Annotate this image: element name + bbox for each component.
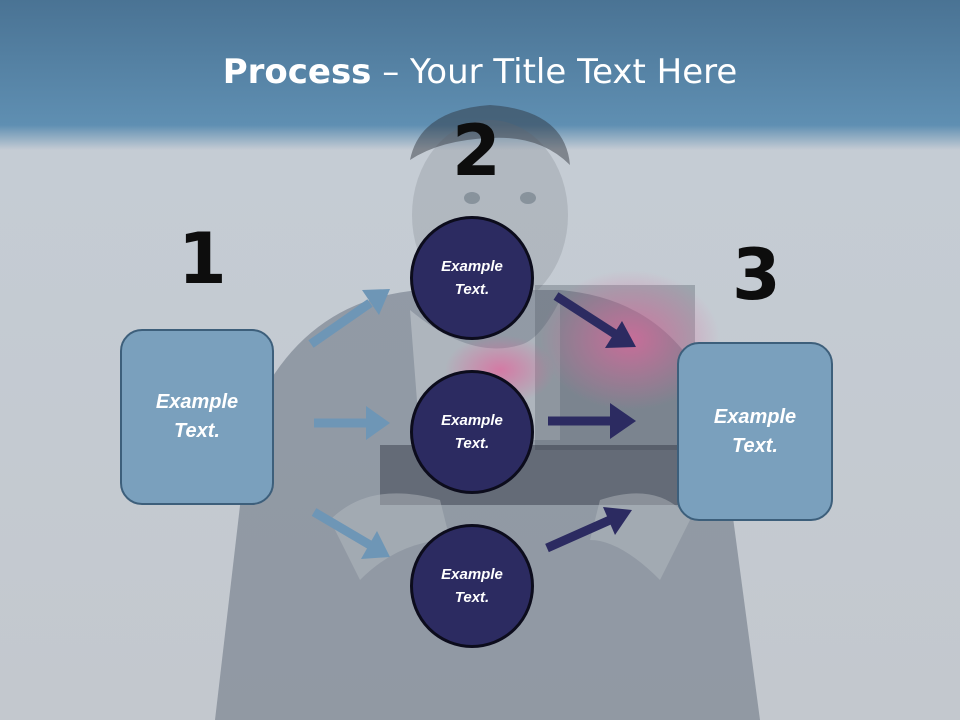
slide-title: Process – Your Title Text Here [0, 52, 960, 92]
title-bold: Process [222, 52, 372, 92]
circle-1: Example Text. [410, 216, 534, 340]
arrow-to-circle-1 [308, 289, 390, 348]
circle-3-text: Example Text. [441, 566, 503, 606]
step-number-2: 2 [452, 110, 501, 192]
step-number-3: 3 [732, 234, 781, 316]
step-number-1: 1 [178, 218, 227, 300]
circle-2-text: Example Text. [441, 412, 503, 452]
left-example-box: Example Text. [120, 329, 274, 505]
arrow-from-circle-1 [553, 292, 636, 348]
circle-1-text: Example Text. [441, 258, 503, 298]
circle-3: Example Text. [410, 524, 534, 648]
circle-2: Example Text. [410, 370, 534, 494]
arrow-to-circle-3 [311, 508, 390, 559]
arrow-from-circle-2 [548, 403, 636, 439]
right-box-text: Example Text. [713, 405, 797, 457]
right-example-box: Example Text. [677, 342, 833, 521]
arrow-from-circle-3 [545, 507, 632, 553]
title-rest: – Your Title Text Here [371, 52, 738, 92]
left-box-text: Example Text. [155, 391, 239, 442]
arrow-to-circle-2 [314, 406, 390, 440]
